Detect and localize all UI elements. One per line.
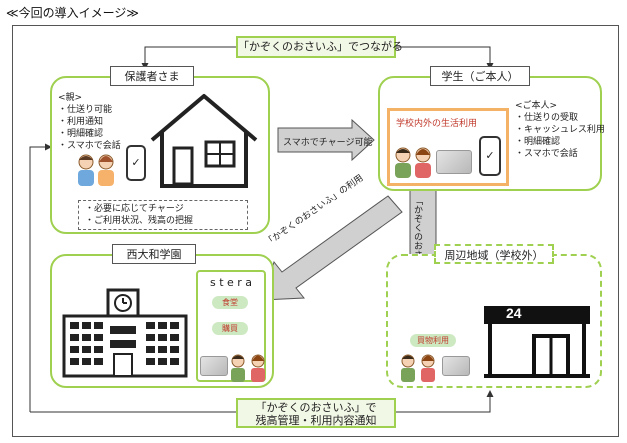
student-inner-label: 学校内外の生活利用 [396, 119, 478, 129]
student-list-head: <ご本人> [515, 101, 558, 111]
student-title: 学生（ご本人） [430, 66, 530, 86]
phone-check: ✓ [485, 149, 495, 162]
student-item: ・明細確認 [515, 137, 561, 147]
school-students-icon [231, 354, 265, 382]
student-list: <ご本人> ・仕送りの受取 ・キャッシュレス利用 ・明細確認 ・スマホで会話 [515, 100, 605, 160]
shop-pill: 購買 [212, 322, 248, 335]
school-title: 西大和学園 [112, 244, 196, 264]
students-icon [395, 147, 431, 178]
parent-list-head: <親> [58, 93, 83, 103]
diagram-frame [12, 25, 619, 437]
bottom-connector-line [29, 143, 52, 412]
student-item: ・キャッシュレス利用 [515, 125, 605, 135]
store-number: 24 [506, 305, 522, 321]
school-card-icon [200, 356, 228, 376]
bottom-label-line2: 残高管理・利用内容通知 [255, 414, 377, 427]
parent-item: ・利用通知 [58, 117, 104, 127]
student-card-icon [436, 150, 472, 174]
school-building-icon [62, 288, 188, 378]
area-students-icon [401, 354, 435, 382]
parent-item: ・仕送り可能 [58, 105, 113, 115]
charge-arrow-label: スマホでチャージ可能 [283, 138, 373, 148]
parent-list: <親> ・仕送り可能 ・利用通知 ・明細確認 ・スマホで会話 [58, 92, 121, 152]
convenience-store-icon: 24 [482, 304, 592, 378]
area-title: 周辺地域（学校外） [434, 244, 554, 264]
bottom-label-line1: 「かぞくのおさいふ」で [255, 401, 377, 414]
parent-notes: ・必要に応じてチャージ ・ご利用状況、残高の把握 [78, 200, 248, 230]
area-card-icon [442, 356, 470, 376]
bottom-connector-right [30, 390, 494, 413]
parent-title: 保護者さま [110, 66, 194, 86]
bottom-label: 「かぞくのおさいふ」で 残高管理・利用内容通知 [236, 398, 396, 428]
shopping-pill: 買物利用 [410, 334, 456, 347]
charge-arrow [277, 118, 375, 162]
top-label: 「かぞくのおさいふ」でつながる [236, 36, 403, 58]
parent-note: ・必要に応じてチャージ [85, 204, 184, 214]
stera-logo: s t e r a [209, 276, 253, 289]
phone-check: ✓ [131, 156, 141, 169]
parents-icon [78, 154, 114, 186]
diagonal-arrow [261, 195, 403, 301]
house-icon [150, 94, 258, 188]
parent-phone-icon: ✓ [126, 145, 146, 181]
student-phone-icon: ✓ [479, 136, 501, 176]
student-item: ・仕送りの受取 [515, 113, 579, 123]
parent-item: ・明細確認 [58, 129, 104, 139]
parent-note: ・ご利用状況、残高の把握 [85, 216, 194, 226]
student-item: ・スマホで会話 [515, 149, 578, 159]
page-title: ≪今回の導入イメージ≫ [6, 6, 139, 20]
cafeteria-pill: 食堂 [212, 296, 248, 309]
parent-item: ・スマホで会話 [58, 141, 121, 151]
